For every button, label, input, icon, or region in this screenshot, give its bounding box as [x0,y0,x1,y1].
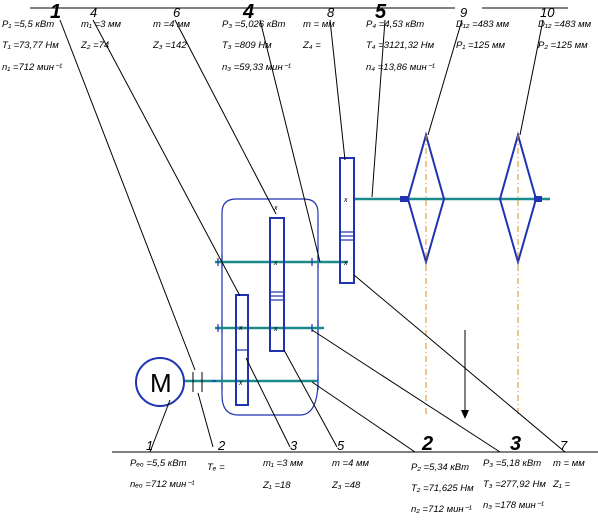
coupling [192,372,203,392]
top-params-9: D₁₂ =483 мм P₁ =125 мм [456,19,510,51]
top-params-8: m = мм Z₄ = [302,19,335,51]
bottom-label-1: 1 [146,438,153,453]
top-params-5: P₄ =4,53 кВт T₄ =3121,32 Нм n₄ =13,86 ми… [366,19,435,73]
svg-text:Z₄ =: Z₄ = [302,40,321,51]
svg-text:T₁ =73,77 Нм: T₁ =73,77 Нм [2,40,59,51]
top-params-1: P₁ =5,5 кВт T₁ =73,77 Нм n₁ =712 мин⁻¹ [2,19,62,73]
big-label-2: 2 [421,433,433,455]
svg-text:D₁₂ =483 мм: D₁₂ =483 мм [456,19,510,30]
bearing-marks [212,196,542,382]
svg-text:P₂ =5,34 кВт: P₂ =5,34 кВт [411,462,469,473]
svg-text:m =4 мм: m =4 мм [332,458,370,469]
svg-text:D₁₂ =483 мм: D₁₂ =483 мм [538,19,592,30]
svg-text:x: x [343,260,348,267]
svg-text:Tₑ =: Tₑ = [207,462,225,473]
top-params-6: m =4 мм Z₃ =142 [152,19,191,51]
svg-text:n₂ =712 мин⁻¹: n₂ =712 мин⁻¹ [411,504,472,515]
svg-text:x: x [343,197,348,204]
svg-text:x: x [273,260,278,267]
top-params-4a: m₁ =3 мм Z₂ =74 [80,19,122,51]
motor-label: M [150,368,172,398]
svg-text:n₁ =712 мин⁻¹: n₁ =712 мин⁻¹ [2,62,62,73]
bottom-params-3b: P₃ =5,18 кВт T₃ =277,92 Нм n₃ =178 мин⁻¹ [483,458,546,511]
svg-text:m = мм: m = мм [303,19,335,30]
bottom-label-3: 3 [290,438,298,453]
bottom-params-5: m =4 мм Z₃ =48 [331,458,370,491]
svg-text:T₃ =277,92 Нм: T₃ =277,92 Нм [483,479,546,490]
sprocket-10 [498,131,538,415]
small-label-4: 4 [90,5,97,20]
svg-text:m₁ =3 мм: m₁ =3 мм [263,458,304,469]
bottom-params-3: m₁ =3 мм Z₁ =18 [262,458,304,491]
gear-z1: x x [235,294,249,406]
svg-text:Pₑₒ =5,5 кВт: Pₑₒ =5,5 кВт [130,458,187,469]
small-label-8: 8 [327,5,335,20]
bottom-label-2: 2 [217,438,226,453]
bottom-label-7: 7 [560,438,568,453]
svg-text:n₃ =59,33 мин⁻¹: n₃ =59,33 мин⁻¹ [222,62,291,73]
svg-text:Z₃ =142: Z₃ =142 [152,40,187,51]
bottom-params-2b: P₂ =5,34 кВт T₂ =71,625 Нм n₂ =712 мин⁻¹ [411,462,474,515]
svg-text:x: x [273,205,278,212]
gear-open-pair: x x [339,157,355,284]
svg-text:m =4 мм: m =4 мм [153,19,191,30]
svg-text:x: x [238,325,243,332]
gear-z2: x x x [269,205,285,352]
svg-text:n₄ =13,86 мин⁻¹: n₄ =13,86 мин⁻¹ [366,62,435,73]
big-label-3: 3 [510,433,521,455]
small-label-10: 10 [540,5,555,20]
svg-text:P₃ =5,026 кВт: P₃ =5,026 кВт [222,19,286,30]
svg-text:m₁ =3 мм: m₁ =3 мм [81,19,122,30]
svg-text:P₁ =5,5 кВт: P₁ =5,5 кВт [2,19,54,30]
svg-text:P₄ =4,53 кВт: P₄ =4,53 кВт [366,19,424,30]
svg-text:Z₁ =18: Z₁ =18 [262,480,291,491]
bottom-params-7: m = мм Z₁ = [552,458,585,490]
big-label-4: 4 [242,1,254,23]
top-params-10: D₁₂ =483 мм P₂ =125 мм [538,19,592,51]
svg-text:P₃ =5,18 кВт: P₃ =5,18 кВт [483,458,541,469]
svg-text:P₂ =125 мм: P₂ =125 мм [538,40,588,51]
svg-text:P₁ =125 мм: P₁ =125 мм [456,40,506,51]
svg-text:Z₂ =74: Z₂ =74 [80,40,109,51]
small-label-6: 6 [173,5,181,20]
big-label-1: 1 [50,1,61,23]
small-label-9: 9 [460,5,467,20]
bottom-params-2: Tₑ = [207,462,225,473]
svg-text:nₑₒ =712 мин⁻¹: nₑₒ =712 мин⁻¹ [130,479,195,490]
bottom-params-1: Pₑₒ =5,5 кВт nₑₒ =712 мин⁻¹ [130,458,195,490]
svg-text:T₄ =3121,32 Нм: T₄ =3121,32 Нм [366,40,435,51]
bottom-label-5: 5 [337,438,345,453]
svg-text:x: x [238,380,243,387]
top-params-4b: P₃ =5,026 кВт T₃ =809 Нм n₃ =59,33 мин⁻¹ [222,19,291,73]
svg-text:x: x [273,326,278,333]
svg-text:T₂ =71,625 Нм: T₂ =71,625 Нм [411,483,474,494]
leader-lines [59,19,566,453]
svg-text:n₃ =178 мин⁻¹: n₃ =178 мин⁻¹ [483,500,544,511]
sprocket-9 [406,131,446,415]
svg-text:Z₃ =48: Z₃ =48 [331,480,361,491]
big-label-5: 5 [375,1,387,23]
svg-text:Z₁ =: Z₁ = [552,479,570,490]
svg-text:T₃ =809 Нм: T₃ =809 Нм [222,40,272,51]
svg-text:m = мм: m = мм [553,458,585,469]
electric-motor: M [135,357,185,407]
